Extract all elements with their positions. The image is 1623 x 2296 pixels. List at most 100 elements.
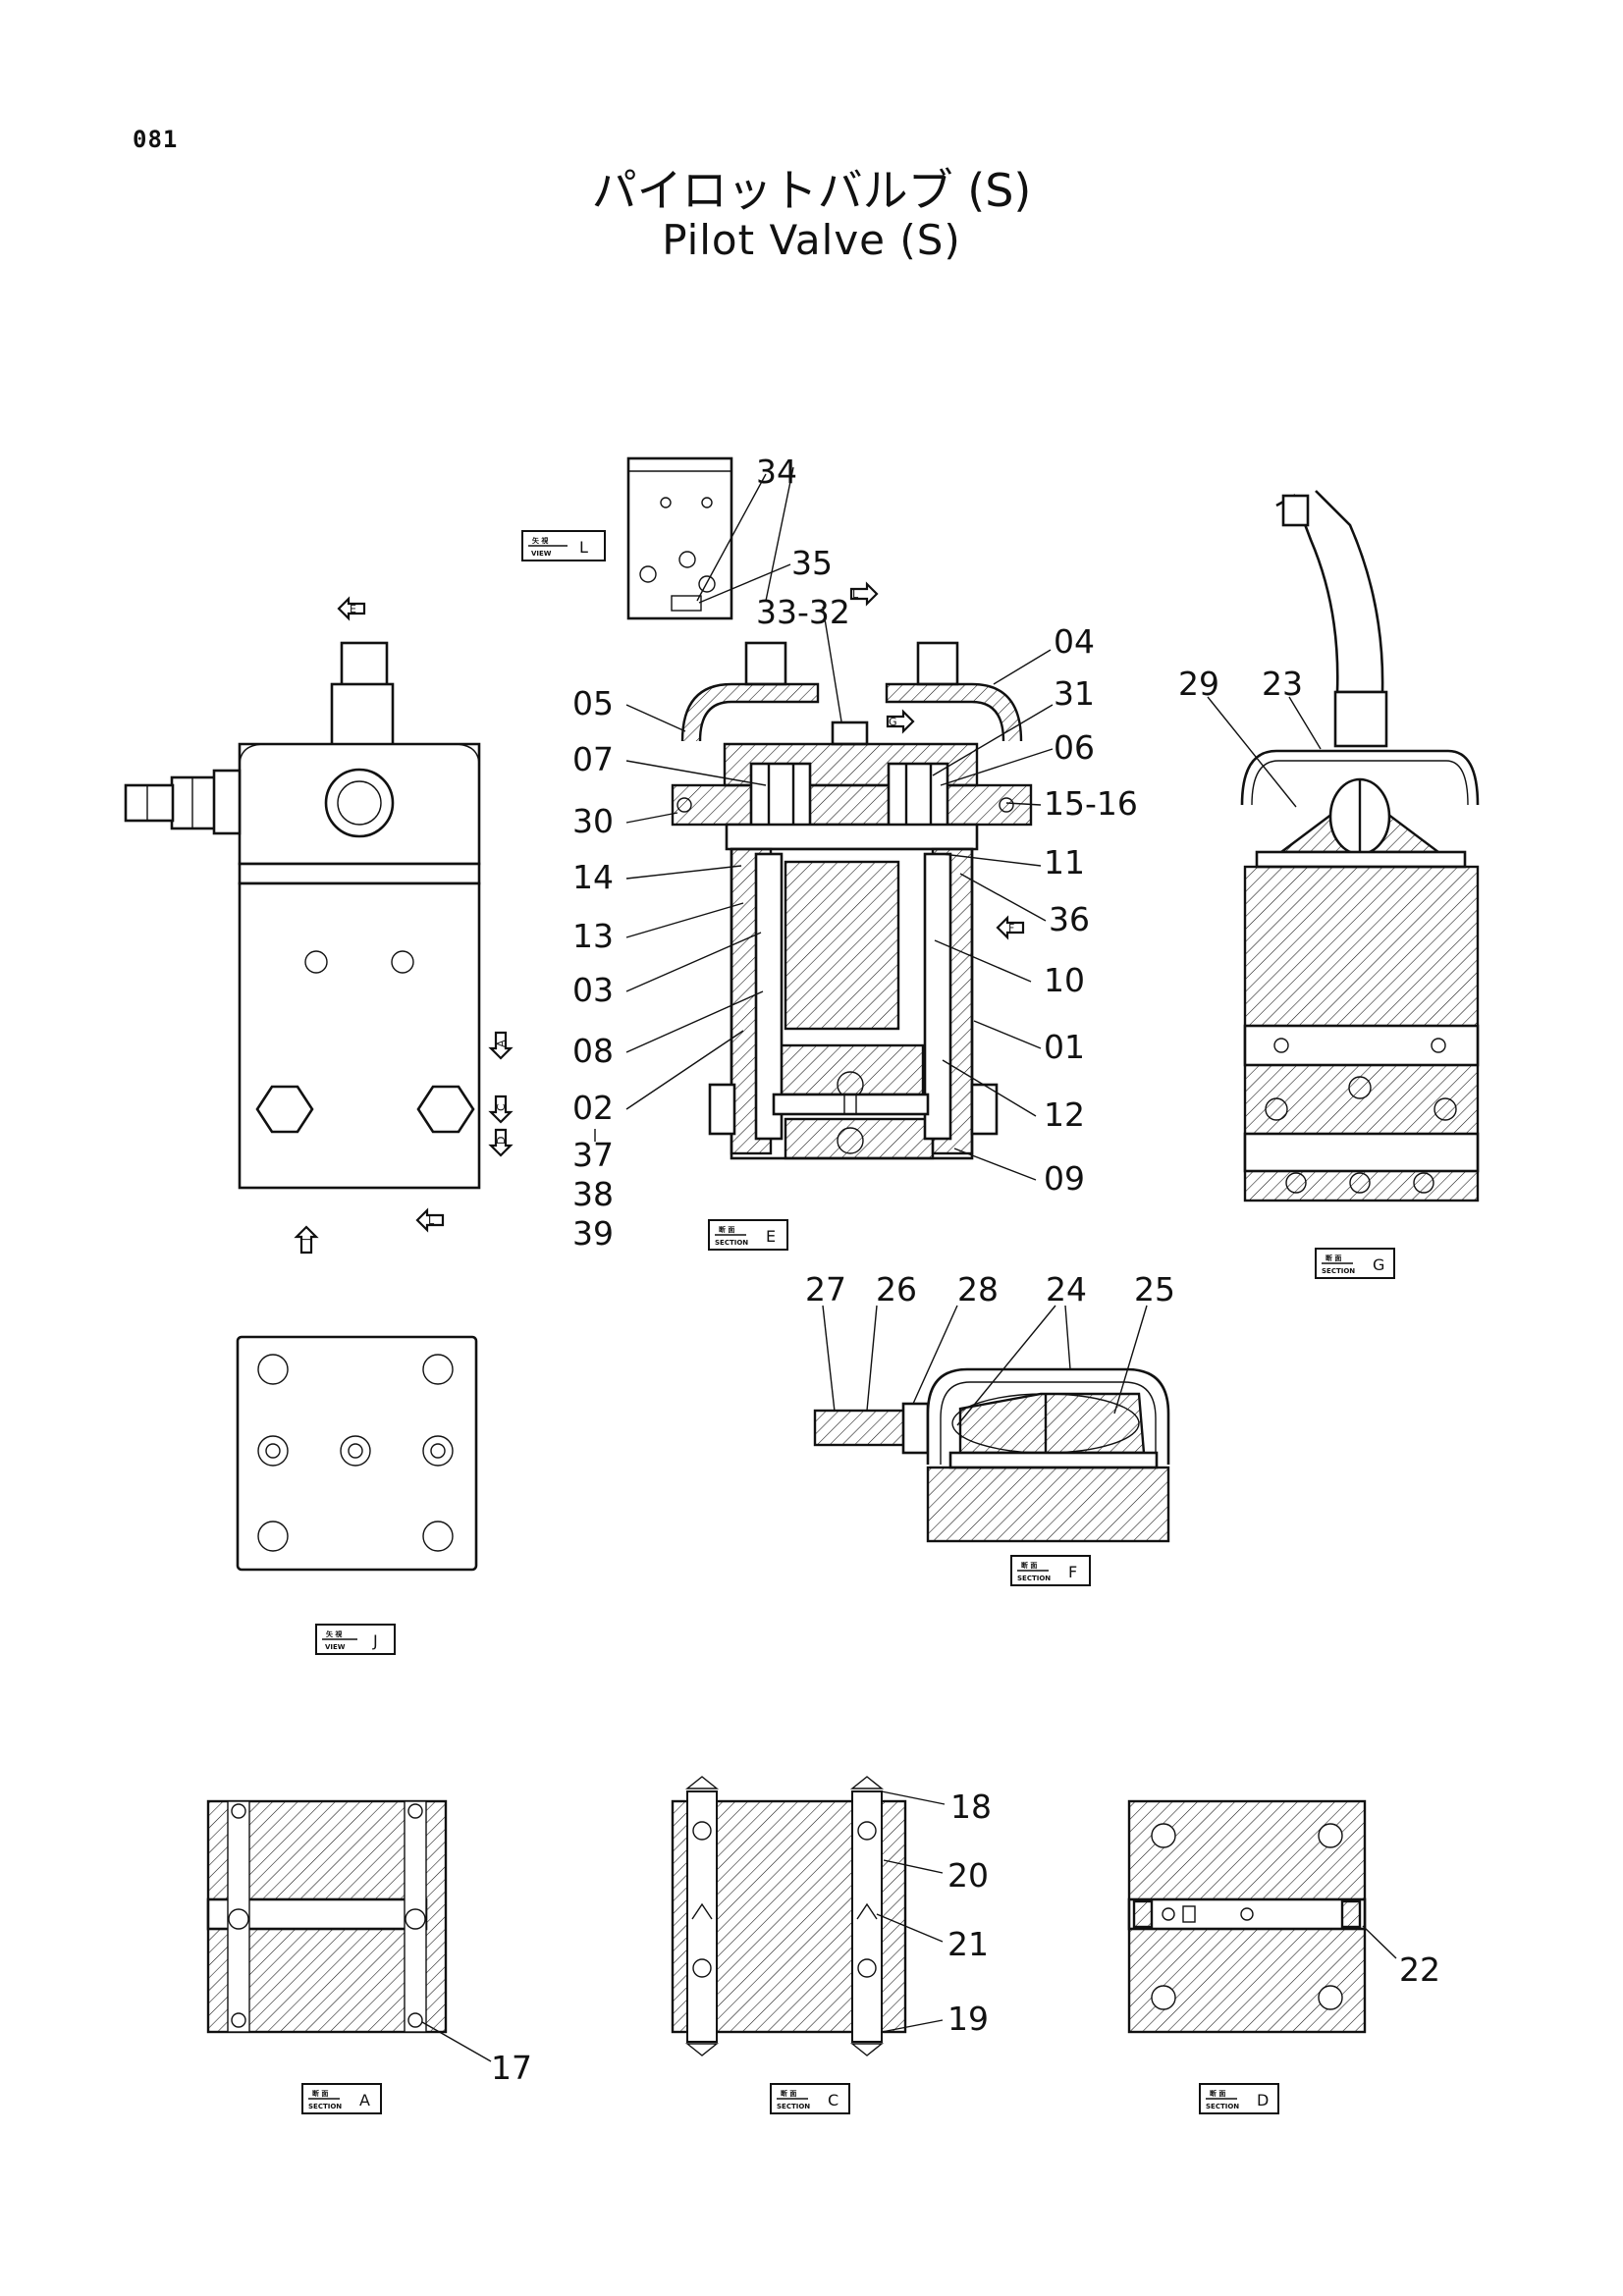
callout-21: 21: [947, 1925, 989, 1963]
section-f: [813, 1367, 1170, 1543]
section-f-tag-word: SECTION: [1017, 1575, 1051, 1582]
callout-39: 39: [572, 1214, 614, 1253]
arrow-l-left: L: [415, 1208, 445, 1232]
callout-10: 10: [1044, 961, 1085, 999]
callout-26: 26: [876, 1270, 917, 1308]
callout-24: 24: [1046, 1270, 1087, 1308]
callout-34: 34: [756, 453, 797, 491]
section-a-leader: [421, 2021, 492, 2062]
section-d: [1127, 1799, 1367, 2034]
callout-22: 22: [1399, 1950, 1440, 1989]
svg-text:E: E: [350, 603, 356, 615]
callout-18: 18: [950, 1788, 992, 1826]
callout-23: 23: [1262, 665, 1303, 703]
arrow-c: C: [489, 1095, 513, 1124]
callout-01: 01: [1044, 1028, 1085, 1066]
callout-17: 17: [491, 2049, 532, 2087]
callout-31: 31: [1054, 674, 1095, 713]
callout-03: 03: [572, 971, 614, 1009]
section-a-tag-letter: A: [359, 2091, 370, 2109]
section-e-leaders: [594, 466, 1054, 1181]
arrow-f: F: [996, 916, 1025, 939]
svg-text:矢 視: 矢 視: [325, 1629, 342, 1638]
callout-25: 25: [1134, 1270, 1175, 1308]
section-d-tag-letter: D: [1257, 2091, 1269, 2109]
svg-text:L: L: [852, 588, 859, 601]
section-c-tag-word: SECTION: [777, 2103, 810, 2110]
arrow-l-top: L: [849, 582, 879, 606]
svg-text:矢 視: 矢 視: [531, 536, 548, 545]
view-j-tag-word: VIEW: [325, 1643, 346, 1651]
view-l-tag-word: VIEW: [531, 550, 552, 558]
section-f-tag: SECTION F: [1010, 1555, 1091, 1586]
section-g: [1240, 490, 1480, 1202]
arrow-e: E: [337, 597, 366, 620]
section-f-tag-letter: F: [1068, 1563, 1077, 1581]
section-e-tag-word: SECTION: [715, 1239, 748, 1247]
view-l-tag: 矢 視 VIEW L: [521, 530, 606, 561]
callout-07: 07: [572, 740, 614, 778]
title-english: Pilot Valve (S): [662, 216, 961, 264]
callout-04: 04: [1054, 622, 1095, 661]
section-d-tag-word: SECTION: [1206, 2103, 1239, 2110]
svg-text:A: A: [495, 1040, 508, 1047]
callout-20: 20: [947, 1856, 989, 1895]
svg-text:F: F: [1008, 922, 1014, 934]
callout-08: 08: [572, 1032, 614, 1070]
callout-30: 30: [572, 802, 614, 840]
view-j-tag: 矢 視 VIEW J: [315, 1624, 396, 1655]
callout-35: 35: [791, 544, 833, 582]
callout-27: 27: [805, 1270, 846, 1308]
view-l-tag-letter: L: [579, 538, 588, 557]
section-e-tag: SECTION E: [708, 1219, 788, 1251]
arrow-g: G: [886, 710, 915, 733]
section-g-leaders: [1207, 696, 1322, 808]
svg-text:D: D: [495, 1137, 508, 1145]
svg-text:L: L: [428, 1214, 435, 1227]
page-number: 081: [133, 126, 179, 153]
section-a-tag: SECTION A: [301, 2083, 382, 2114]
callout-02: 02: [572, 1089, 614, 1127]
callout-19: 19: [947, 2000, 989, 2038]
section-c-tag: SECTION C: [770, 2083, 850, 2114]
callout-15-16: 15-16: [1044, 784, 1138, 823]
section-g-tag-letter: G: [1373, 1255, 1384, 1274]
section-f-leaders: [822, 1305, 1148, 1426]
view-j-tag-letter: J: [372, 1631, 378, 1650]
callout-38: 38: [572, 1175, 614, 1213]
section-c-tag-letter: C: [828, 2091, 839, 2109]
callout-05: 05: [572, 684, 614, 722]
section-g-tag: SECTION G: [1315, 1248, 1395, 1279]
section-d-leader: [1362, 1925, 1397, 1959]
section-a: [206, 1799, 448, 2034]
callout-06: 06: [1054, 728, 1095, 767]
section-a-tag-word: SECTION: [308, 2103, 342, 2110]
callout-37: 37: [572, 1136, 614, 1174]
view-j-plate: [236, 1335, 478, 1572]
title-japanese: パイロットバルブ (S): [591, 164, 1032, 217]
left-side-view: [124, 641, 481, 1190]
callout-28: 28: [957, 1270, 999, 1308]
arrow-a: A: [489, 1031, 513, 1060]
svg-text:G: G: [889, 716, 897, 728]
callout-09: 09: [1044, 1159, 1085, 1198]
callout-36: 36: [1049, 900, 1090, 938]
callout-13: 13: [572, 917, 614, 955]
callout-14: 14: [572, 858, 614, 896]
svg-text:J: J: [299, 1237, 312, 1241]
callout-29: 29: [1178, 665, 1219, 703]
arrow-d: D: [489, 1128, 513, 1157]
callout-11: 11: [1044, 843, 1085, 881]
section-e: [671, 641, 1033, 1160]
svg-text:C: C: [495, 1103, 508, 1111]
section-g-tag-word: SECTION: [1322, 1267, 1355, 1275]
section-d-tag: SECTION D: [1199, 2083, 1279, 2114]
section-c: [671, 1776, 907, 2056]
callout-33-32: 33-32: [756, 593, 850, 631]
section-c-leaders: [876, 1790, 946, 2033]
arrow-j: J: [295, 1225, 318, 1255]
callout-12: 12: [1044, 1095, 1085, 1134]
section-e-tag-letter: E: [766, 1227, 776, 1246]
view-l-plate: [626, 456, 791, 620]
